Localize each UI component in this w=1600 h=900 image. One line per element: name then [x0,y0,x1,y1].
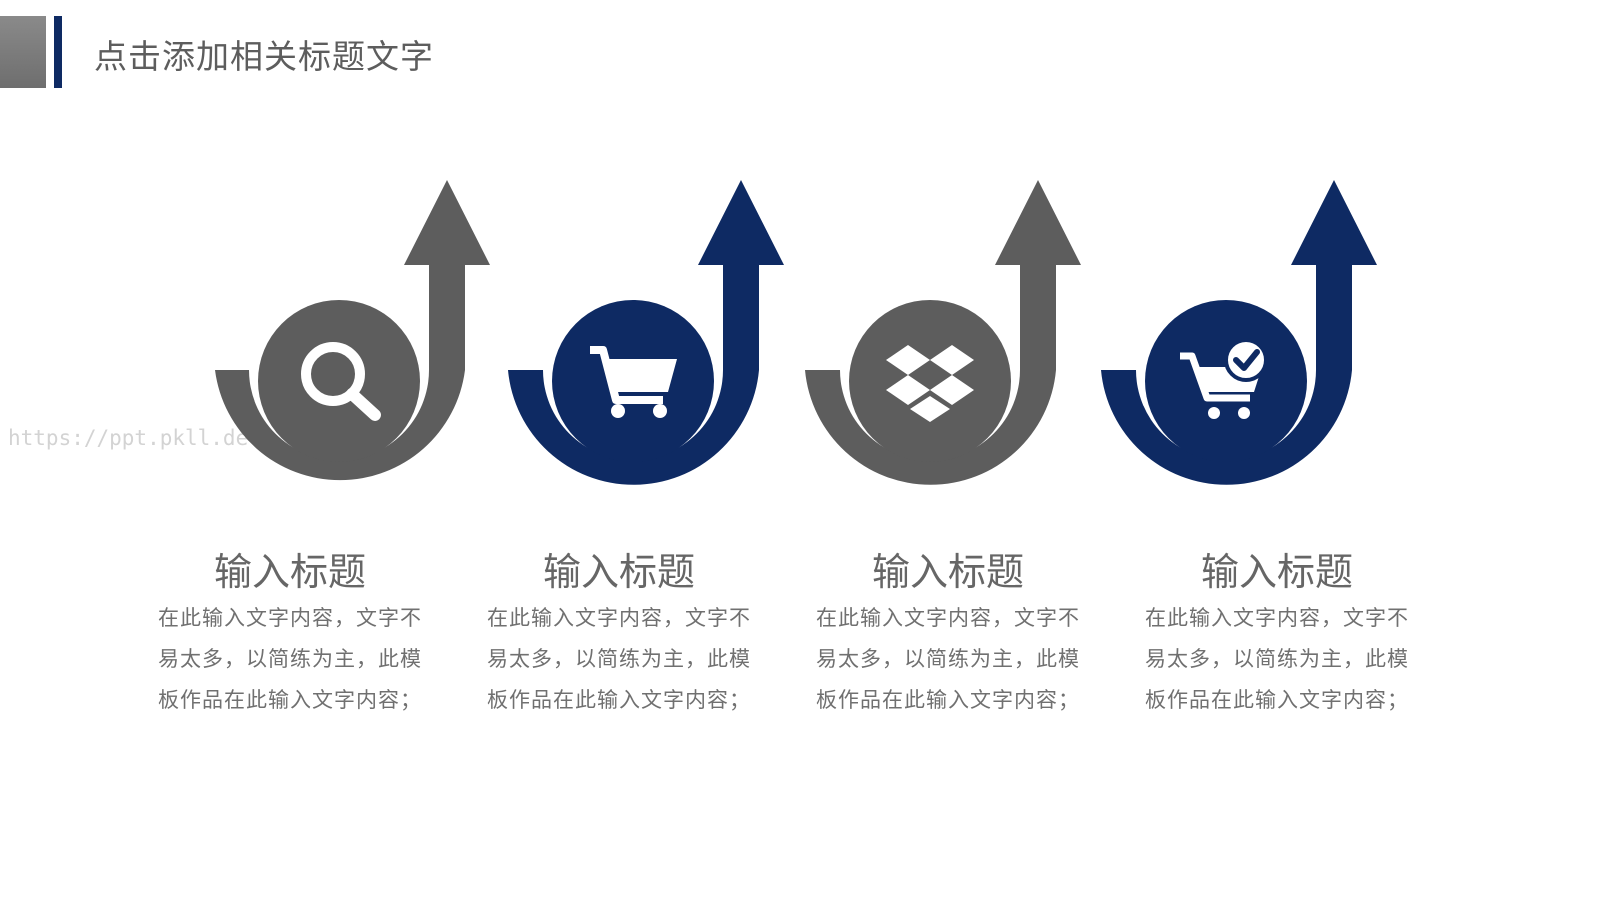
step-circle-3 [849,300,1011,462]
step-card-2: 输入标题 在此输入文字内容，文字不易太多，以简练为主，此模板作品在此输入文字内容… [484,550,754,721]
step-arrow-shape-2 [508,180,784,485]
watermark: https://ppt.pkll.de [8,426,249,450]
step-title-4[interactable]: 输入标题 [1200,550,1353,594]
header-accent-bar-gray [0,16,46,88]
step-arrow-1 [215,180,490,481]
cart-check-icon [1180,338,1268,419]
step-arrow-4 [1101,180,1377,485]
step-card-3: 输入标题 在此输入文字内容，文字不易太多，以简练为主，此模板作品在此输入文字内容… [813,550,1083,721]
step-card-4: 输入标题 在此输入文字内容，文字不易太多，以简练为主，此模板作品在此输入文字内容… [1142,550,1412,721]
header-accent-bar-navy [54,16,62,88]
step-arrow-2 [508,180,784,485]
dropbox-icon [886,345,974,422]
step-body-4[interactable]: 在此输入文字内容，文字不易太多，以简练为主，此模板作品在此输入文字内容； [1145,606,1409,712]
step-title-2[interactable]: 输入标题 [542,550,695,594]
step-body-2[interactable]: 在此输入文字内容，文字不易太多，以简练为主，此模板作品在此输入文字内容； [487,606,751,712]
step-body-3[interactable]: 在此输入文字内容，文字不易太多，以简练为主，此模板作品在此输入文字内容； [816,606,1080,712]
step-arrow-shape-3 [805,180,1081,485]
step-body-1[interactable]: 在此输入文字内容，文字不易太多，以简练为主，此模板作品在此输入文字内容； [158,606,422,712]
step-title-3[interactable]: 输入标题 [871,550,1024,594]
step-arrow-shape-1 [215,180,490,481]
search-icon [301,342,381,421]
page-title[interactable]: 点击添加相关标题文字 [94,37,434,76]
step-title-1[interactable]: 输入标题 [213,550,366,594]
shopping-cart-icon [590,346,677,418]
step-arrow-shape-4 [1101,180,1377,485]
step-circle-1 [258,300,420,462]
step-card-1: 输入标题 在此输入文字内容，文字不易太多，以简练为主，此模板作品在此输入文字内容… [155,550,425,721]
step-arrow-3 [805,180,1081,485]
